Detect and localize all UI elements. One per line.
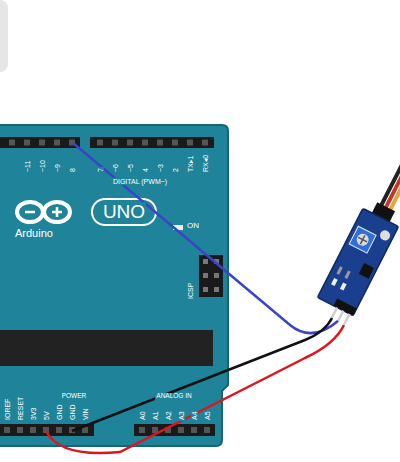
pin-label: A4 [191, 410, 198, 421]
potentiometer-knob [355, 232, 371, 248]
header-title: ANALOG IN [155, 393, 192, 400]
pin-hole [203, 287, 208, 292]
digital-header [0, 137, 214, 148]
led-label: ON [186, 222, 200, 230]
pin-label: A1 [152, 410, 159, 421]
pin-label: ~5 [127, 163, 134, 173]
pin-label: GND [56, 403, 63, 421]
arduino-logo [17, 202, 70, 222]
pin-label: 8 [69, 167, 76, 173]
pin-hole [178, 427, 184, 433]
pin-hole [9, 140, 15, 146]
power-wire [46, 325, 344, 453]
pin-label: VIN [82, 407, 89, 421]
pin-hole [4, 427, 10, 433]
pin-hole [157, 140, 163, 146]
header-strip [199, 255, 223, 297]
ground-wire [72, 318, 332, 431]
header-pin [332, 307, 337, 318]
pin-hole [203, 273, 208, 278]
pin-label: 4 [142, 167, 149, 173]
icsp-header [199, 255, 223, 297]
pin-label: 5V [43, 410, 50, 421]
header-label: ICSP [187, 282, 194, 300]
logo-loop [44, 202, 70, 222]
pin-label: A2 [165, 410, 172, 421]
pin-label: TX▸1 [187, 155, 194, 173]
header-strip [90, 137, 214, 148]
pin-hole [172, 140, 178, 146]
uno-badge [92, 199, 156, 225]
sensor-module [312, 119, 400, 326]
pin-label: A5 [204, 410, 211, 421]
pin-hole [204, 427, 210, 433]
mounting-hole [378, 229, 391, 242]
pin-hole [142, 140, 148, 146]
potentiometer [349, 226, 376, 253]
pin-label: RESET [17, 396, 24, 421]
power-header [0, 424, 215, 436]
arduino-board [0, 125, 228, 446]
pin-hole [30, 427, 36, 433]
pin-label: IOREF [4, 398, 11, 421]
pin-hole [187, 140, 193, 146]
board-model: UNO [102, 202, 146, 221]
header-strip [0, 137, 80, 148]
pin-label: A3 [178, 410, 185, 421]
pin-label: RX◂0 [202, 154, 209, 173]
header-title: DIGITAL (PWM~) [112, 178, 168, 185]
resistor [336, 266, 342, 274]
pin-hole [56, 427, 62, 433]
sensor-led [340, 282, 347, 290]
pin-hole [191, 427, 197, 433]
pin-label: 2 [172, 167, 179, 173]
cable-wire [390, 131, 400, 211]
pin-label: ~10 [39, 159, 46, 173]
pin-hole [39, 140, 45, 146]
pin-label: ~9 [54, 163, 61, 173]
header-pin [338, 311, 343, 322]
comparator-chip [359, 263, 374, 279]
pin-hole [202, 140, 208, 146]
logo-loop [17, 202, 43, 222]
microcontroller-chip [0, 330, 213, 366]
pin-label: A0 [139, 410, 146, 421]
logo-plus [56, 207, 59, 217]
header-title: POWER [61, 393, 88, 400]
pin-hole [54, 140, 60, 146]
pin-label: 7 [97, 167, 104, 173]
pin-hole [203, 259, 208, 264]
brand-name: Arduino [14, 228, 54, 239]
pin-hole [214, 287, 219, 292]
pin-header [334, 299, 357, 316]
pin-label: 3V3 [30, 407, 37, 421]
resistor [344, 270, 350, 278]
pin-hole [24, 140, 30, 146]
pin-hole [127, 140, 133, 146]
header-strip [134, 424, 215, 436]
signal-wire [73, 143, 338, 333]
pin-label: GND [69, 403, 76, 421]
pin-label: ~3 [157, 163, 164, 173]
pin-hole [112, 140, 118, 146]
pin-hole [97, 140, 103, 146]
pin-hole [214, 273, 219, 278]
logo-minus [25, 211, 35, 214]
sensor-led [331, 278, 338, 286]
pin-label: ~6 [112, 163, 119, 173]
pin-label: ~11 [24, 160, 31, 173]
sensor-pcb [317, 208, 398, 315]
pin-hole [17, 427, 23, 433]
background-shape [0, 0, 8, 72]
potentiometer-slot [358, 237, 367, 242]
pin-hole [139, 427, 145, 433]
header-pin [344, 314, 349, 325]
